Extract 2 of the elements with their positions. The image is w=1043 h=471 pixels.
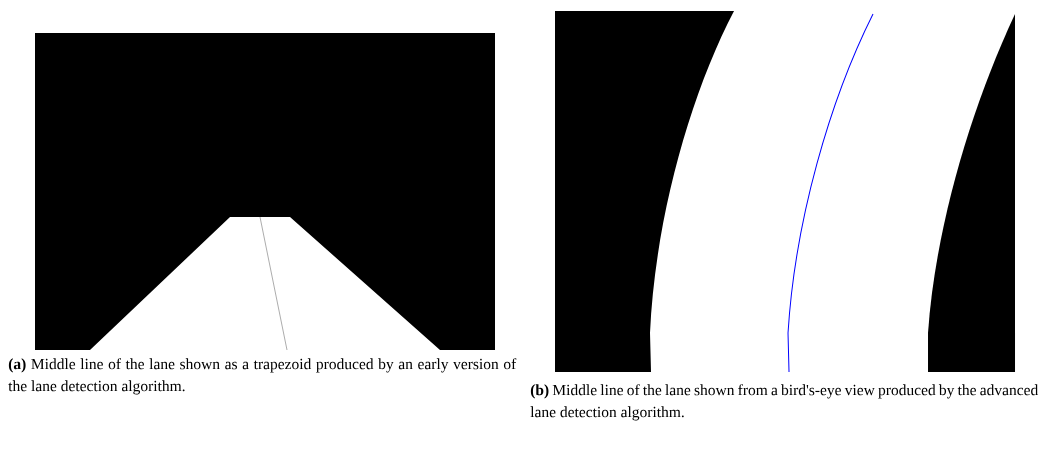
caption: (b) Middle line of the lane shown from a bird's-eye view produced by the advanced lane detection algorithm.	[530, 384, 1039, 421]
caption: (a) Middle line of the lane shown as a trapezoid produced by an early version of the lane detection algorithm.	[8, 358, 517, 395]
